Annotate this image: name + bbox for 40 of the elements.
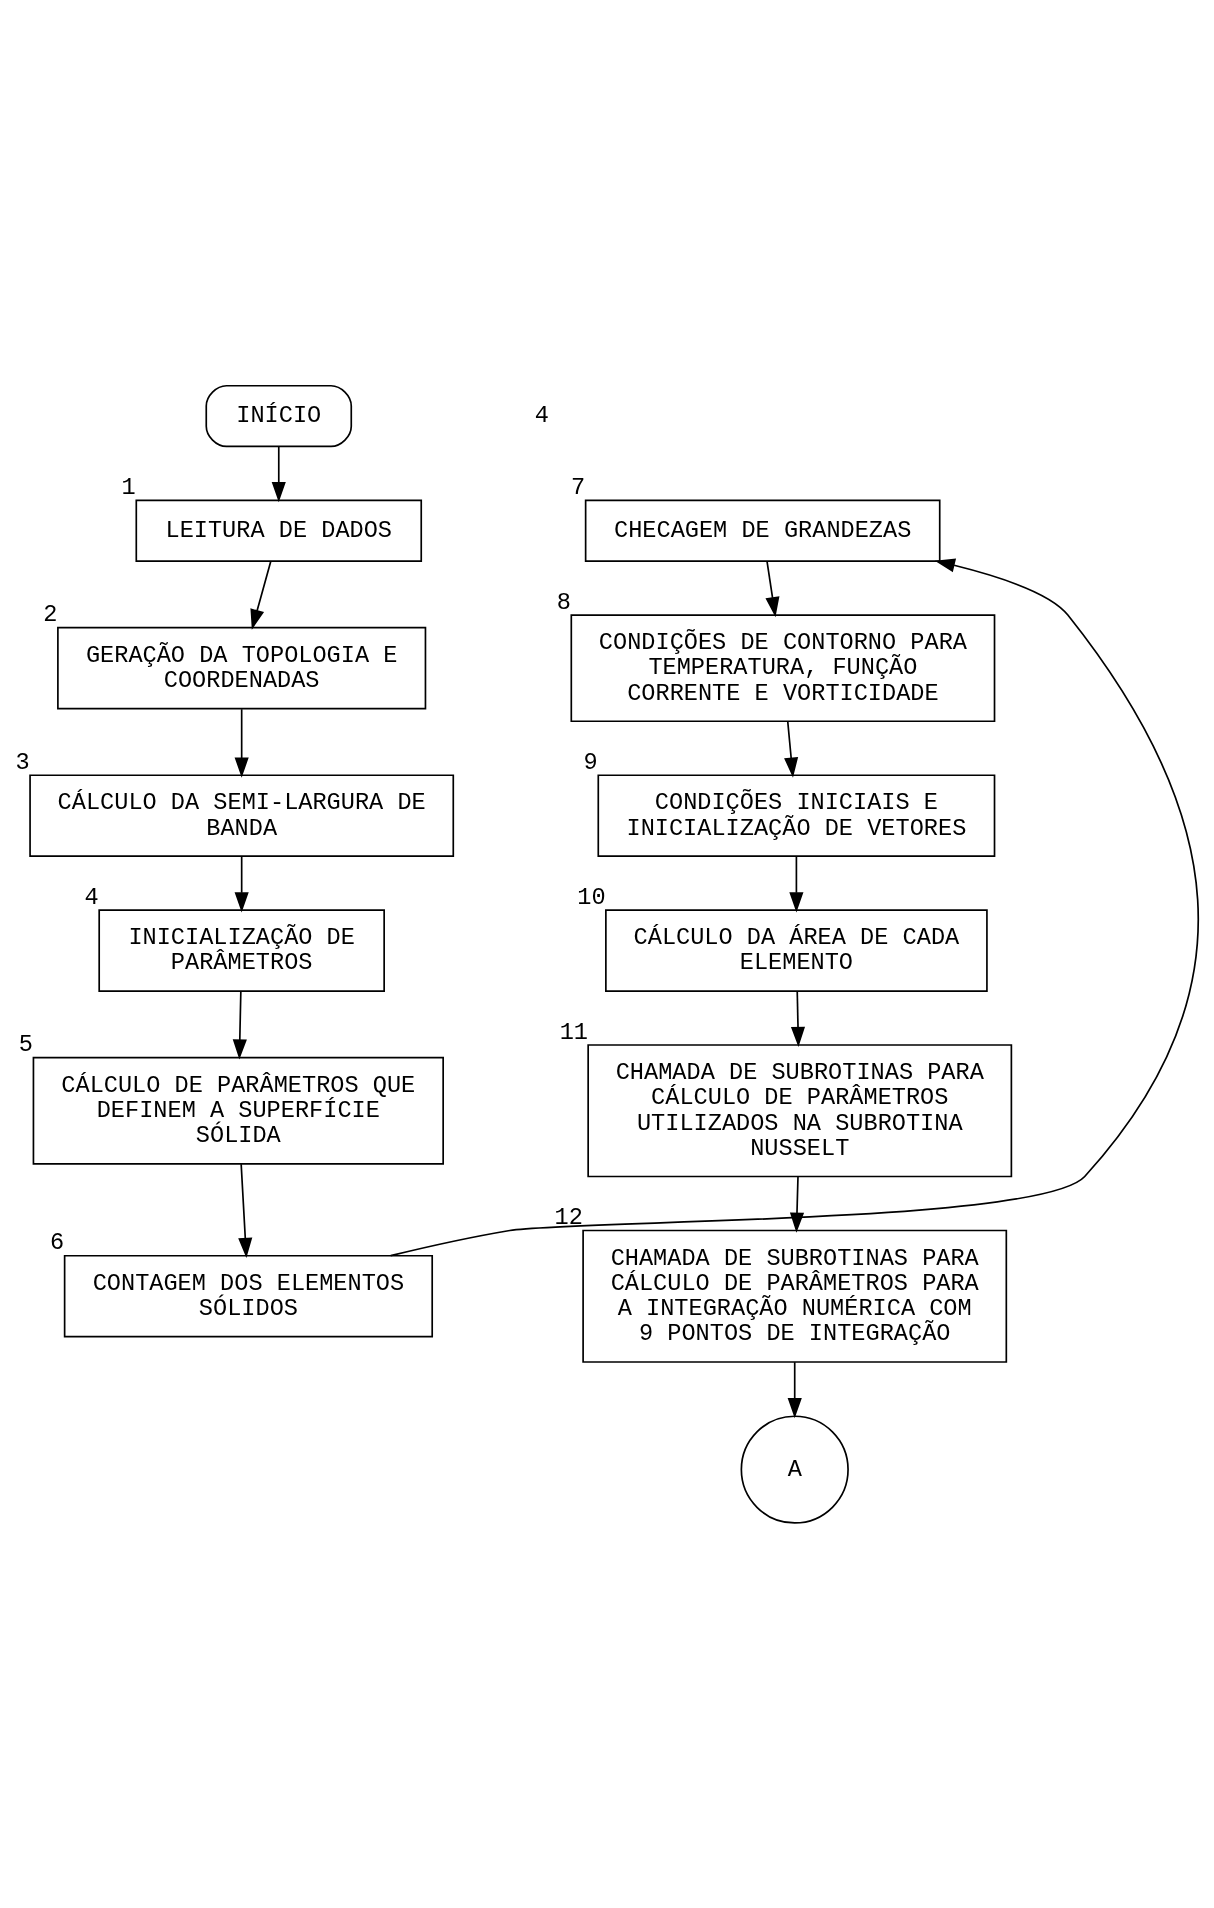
arrow bbox=[250, 560, 272, 630]
node-box: CHAMADA DE SUBROTINAS PARA CÁLCULO DE PARÂMETROS UTILIZADOS NA SUBROTINA NUSSELT bbox=[587, 1043, 1013, 1177]
arrow bbox=[789, 1175, 805, 1233]
arrow bbox=[234, 707, 249, 778]
node-box: CÁLCULO DA SEMI-LARGURA DE BANDA bbox=[29, 773, 455, 857]
node-label: 2 bbox=[43, 600, 58, 628]
node-label: 7 bbox=[570, 473, 586, 501]
arrow bbox=[232, 990, 247, 1060]
node-label: 1 bbox=[121, 473, 136, 501]
label: 4 bbox=[534, 401, 549, 429]
node-label: 12 bbox=[554, 1203, 583, 1231]
node-box: CÁLCULO DA ÁREA DE CADA ELEMENTO bbox=[605, 908, 988, 992]
node-box: LEITURA DE DADOS bbox=[135, 499, 423, 562]
node-label: 10 bbox=[577, 883, 606, 911]
arrow bbox=[790, 990, 806, 1047]
node-box: INICIALIZAÇÃO DE PARÂMETROS bbox=[98, 908, 385, 992]
node-label: 4 bbox=[84, 883, 99, 911]
node-label: 6 bbox=[49, 1228, 65, 1256]
node-box: CONTAGEM DOS ELEMENTOS SÓLIDOS bbox=[63, 1254, 434, 1338]
node-circle: A bbox=[740, 1414, 849, 1524]
node-label: 11 bbox=[559, 1018, 588, 1046]
node-label: 5 bbox=[18, 1030, 33, 1058]
arrow bbox=[271, 445, 286, 502]
arrow bbox=[787, 1360, 802, 1418]
node-box: GERAÇÃO DA TOPOLOGIA E COORDENADAS bbox=[57, 626, 427, 709]
node-box: CONDIÇÕES DE CONTORNO PARA TEMPERATURA, FUNÇÃO CORRENTE E VORTICIDADE bbox=[570, 613, 996, 722]
node-label: 8 bbox=[556, 588, 571, 616]
node-box: CHECAGEM DE GRANDEZAS bbox=[584, 499, 941, 562]
node-box: CONDIÇÕES INICIAIS E INICIALIZAÇÃO DE VETORES bbox=[597, 773, 996, 857]
node-label: 9 bbox=[583, 748, 598, 776]
arrow bbox=[789, 855, 804, 912]
node-label: 3 bbox=[15, 748, 30, 776]
arrow bbox=[389, 557, 1199, 1256]
node-box: CHAMADA DE SUBROTINAS PARA CÁLCULO DE PARÂMETROS PARA A INTEGRAÇÃO NUMÉRICA COM 9 PONTOS DE INTEGRAÇÃO bbox=[582, 1229, 1008, 1363]
arrow bbox=[238, 1162, 253, 1258]
arrow bbox=[765, 560, 780, 617]
arrow bbox=[234, 855, 249, 912]
arrow bbox=[784, 720, 799, 778]
node-box: INÍCIO bbox=[205, 384, 353, 447]
node-box: CÁLCULO DE PARÂMETROS QUE DEFINEM A SUPERFÍCIE SÓLIDA bbox=[32, 1056, 444, 1165]
